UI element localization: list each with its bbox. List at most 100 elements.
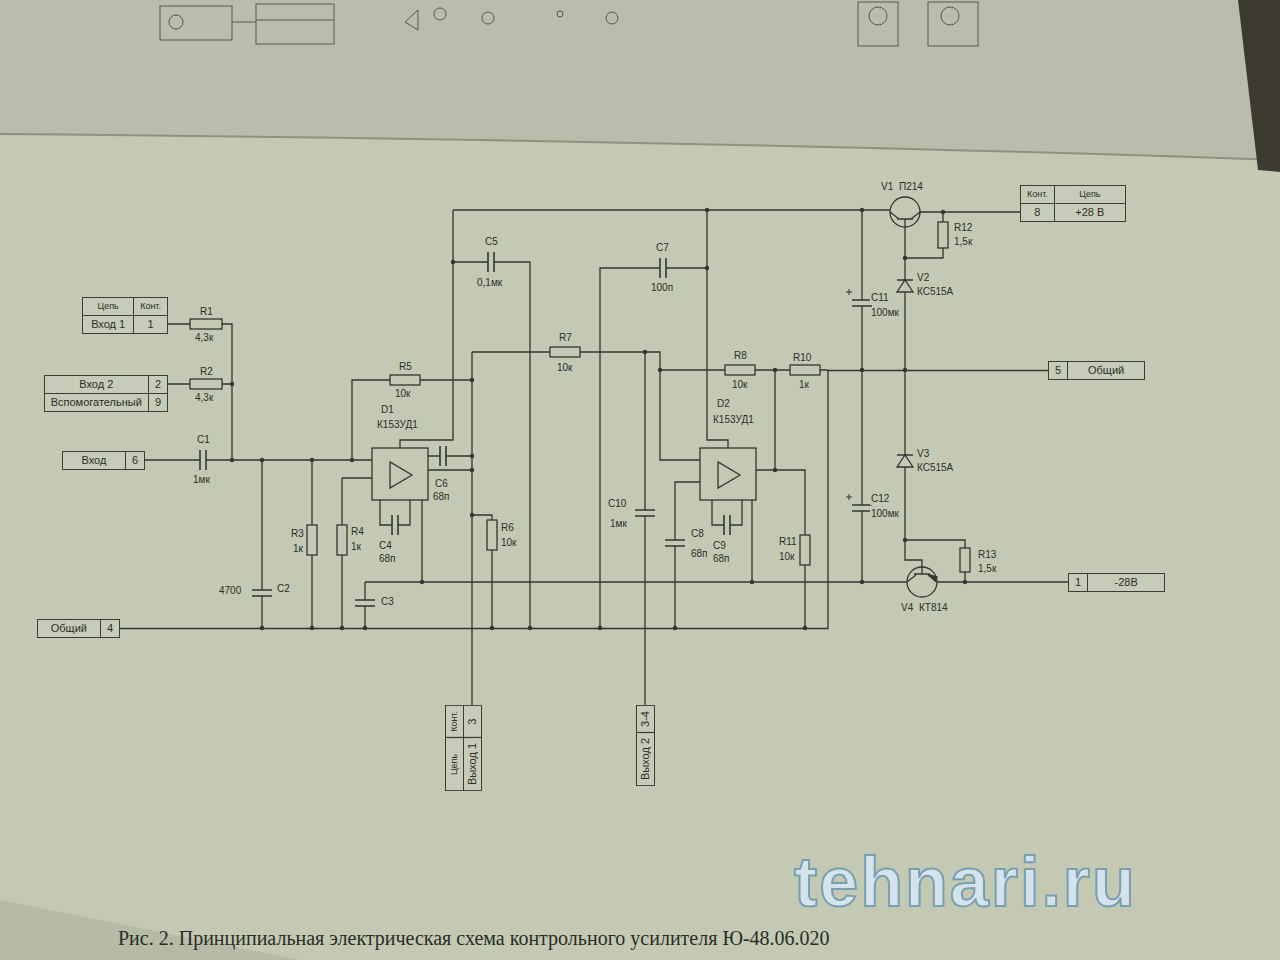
common-wire [120,371,1048,629]
facing-page-sketch [256,4,334,44]
component-label: V3 [916,448,930,460]
junction-dot [420,580,424,584]
component-label: V2 [916,272,930,284]
component-label: R11 [778,536,798,548]
wire [905,212,1020,258]
transistor-symbol [907,567,937,582]
capacitor-symbol [660,258,666,278]
junction-dot [490,626,494,630]
watermark: tehnari.ru [790,842,1141,922]
component-label: C9 [712,540,727,552]
resistor-symbol [790,365,820,375]
junction-dot [750,580,754,584]
junction-dot [860,580,864,584]
component-label: V4 [900,602,914,614]
component-label: 0,1мк [476,277,503,289]
component-label: C1 [196,434,211,446]
junction-dot [230,208,967,630]
resistor-symbol [190,379,222,389]
connector-table: 5Общий [1048,361,1145,380]
component-label: 68п [378,553,397,565]
component-label: R3 [290,528,305,540]
component-label: 100мк [870,307,900,319]
facing-page-sketch [160,2,978,46]
component-label: 100мк [870,508,900,520]
capacitor-symbol [440,446,446,466]
component-label: 68п [432,491,451,503]
junction-dot [773,368,777,372]
junction-dot [528,626,532,630]
component-label: 1к [292,543,304,555]
transistor-symbol [907,567,937,597]
junction-dot [470,513,474,517]
component-label: R4 [350,526,365,538]
component-label: R10 [792,352,812,364]
capacitor-symbol [846,289,852,500]
component-label: К153УД1 [712,414,755,426]
capacitor-symbol [635,510,655,516]
wire [145,210,1068,705]
wire [453,262,530,628]
component-label: 1,5к [953,236,973,248]
component-label: D2 [716,398,731,410]
connector-table: Вход 22Вспомогательный9 [44,375,168,412]
wire [428,456,472,470]
zener-symbol [897,455,913,467]
wire [365,581,907,582]
component-label: КС515А [916,462,954,474]
table-cell: Выход 1 [464,738,481,790]
component-label: 68п [690,548,709,560]
capacitor-symbol [665,540,685,546]
junction-dot [340,626,344,630]
junction-dot [773,468,777,472]
facing-page-sketch [160,6,232,40]
table-cell: Общий [1068,362,1144,379]
resistor-symbol [938,222,948,248]
table-cell: 1 [134,316,167,333]
opamp-symbol [390,462,412,488]
wire [472,515,492,628]
wire [453,209,890,210]
component-label: C12 [870,493,890,505]
opamp-symbol [718,462,740,488]
component-label: 10к [500,537,518,549]
component-label: 100п [650,282,674,294]
junction-dot [470,454,474,458]
junction-dot [598,626,602,630]
facing-page-sketch [869,7,887,25]
opamp-symbol [372,448,428,500]
wire [145,459,372,460]
wire [712,500,742,525]
figure-caption: Рис. 2. Принципиальная электрическая схе… [118,926,830,950]
junction-dot [705,266,709,270]
facing-page-sketch [606,12,618,24]
junction-dot [803,626,807,630]
capacitor-symbol [355,600,375,606]
junction-dot [350,458,354,462]
junction-dot [230,382,234,386]
facing-page-sketch [941,7,959,25]
wire [311,460,312,628]
junction-dot [903,368,907,372]
table-cell: -28В [1088,574,1164,591]
capacitor-symbol [852,300,872,306]
wire [905,540,1068,582]
table-cell: 3-4 [637,706,654,732]
component-label: 1,5к [977,563,997,575]
component-label: C5 [484,236,499,248]
component-label: 4,3к [194,392,214,404]
connector-table: ЦепьКонт.Выход 13 [445,705,482,791]
transistor-symbol [890,212,920,219]
junction-dot [260,626,264,630]
table-cell: Конт. [446,706,463,737]
transistor-symbol [890,197,937,597]
component-label: R6 [500,522,515,534]
page-background [0,0,1280,160]
junction-dot [658,368,662,372]
resistor-symbol [307,525,317,555]
facing-page-sketch [434,8,446,20]
opamp-symbol [372,448,756,500]
wire [707,210,752,582]
table-cell: 8 [1021,204,1054,221]
resistor-symbol [550,347,580,357]
